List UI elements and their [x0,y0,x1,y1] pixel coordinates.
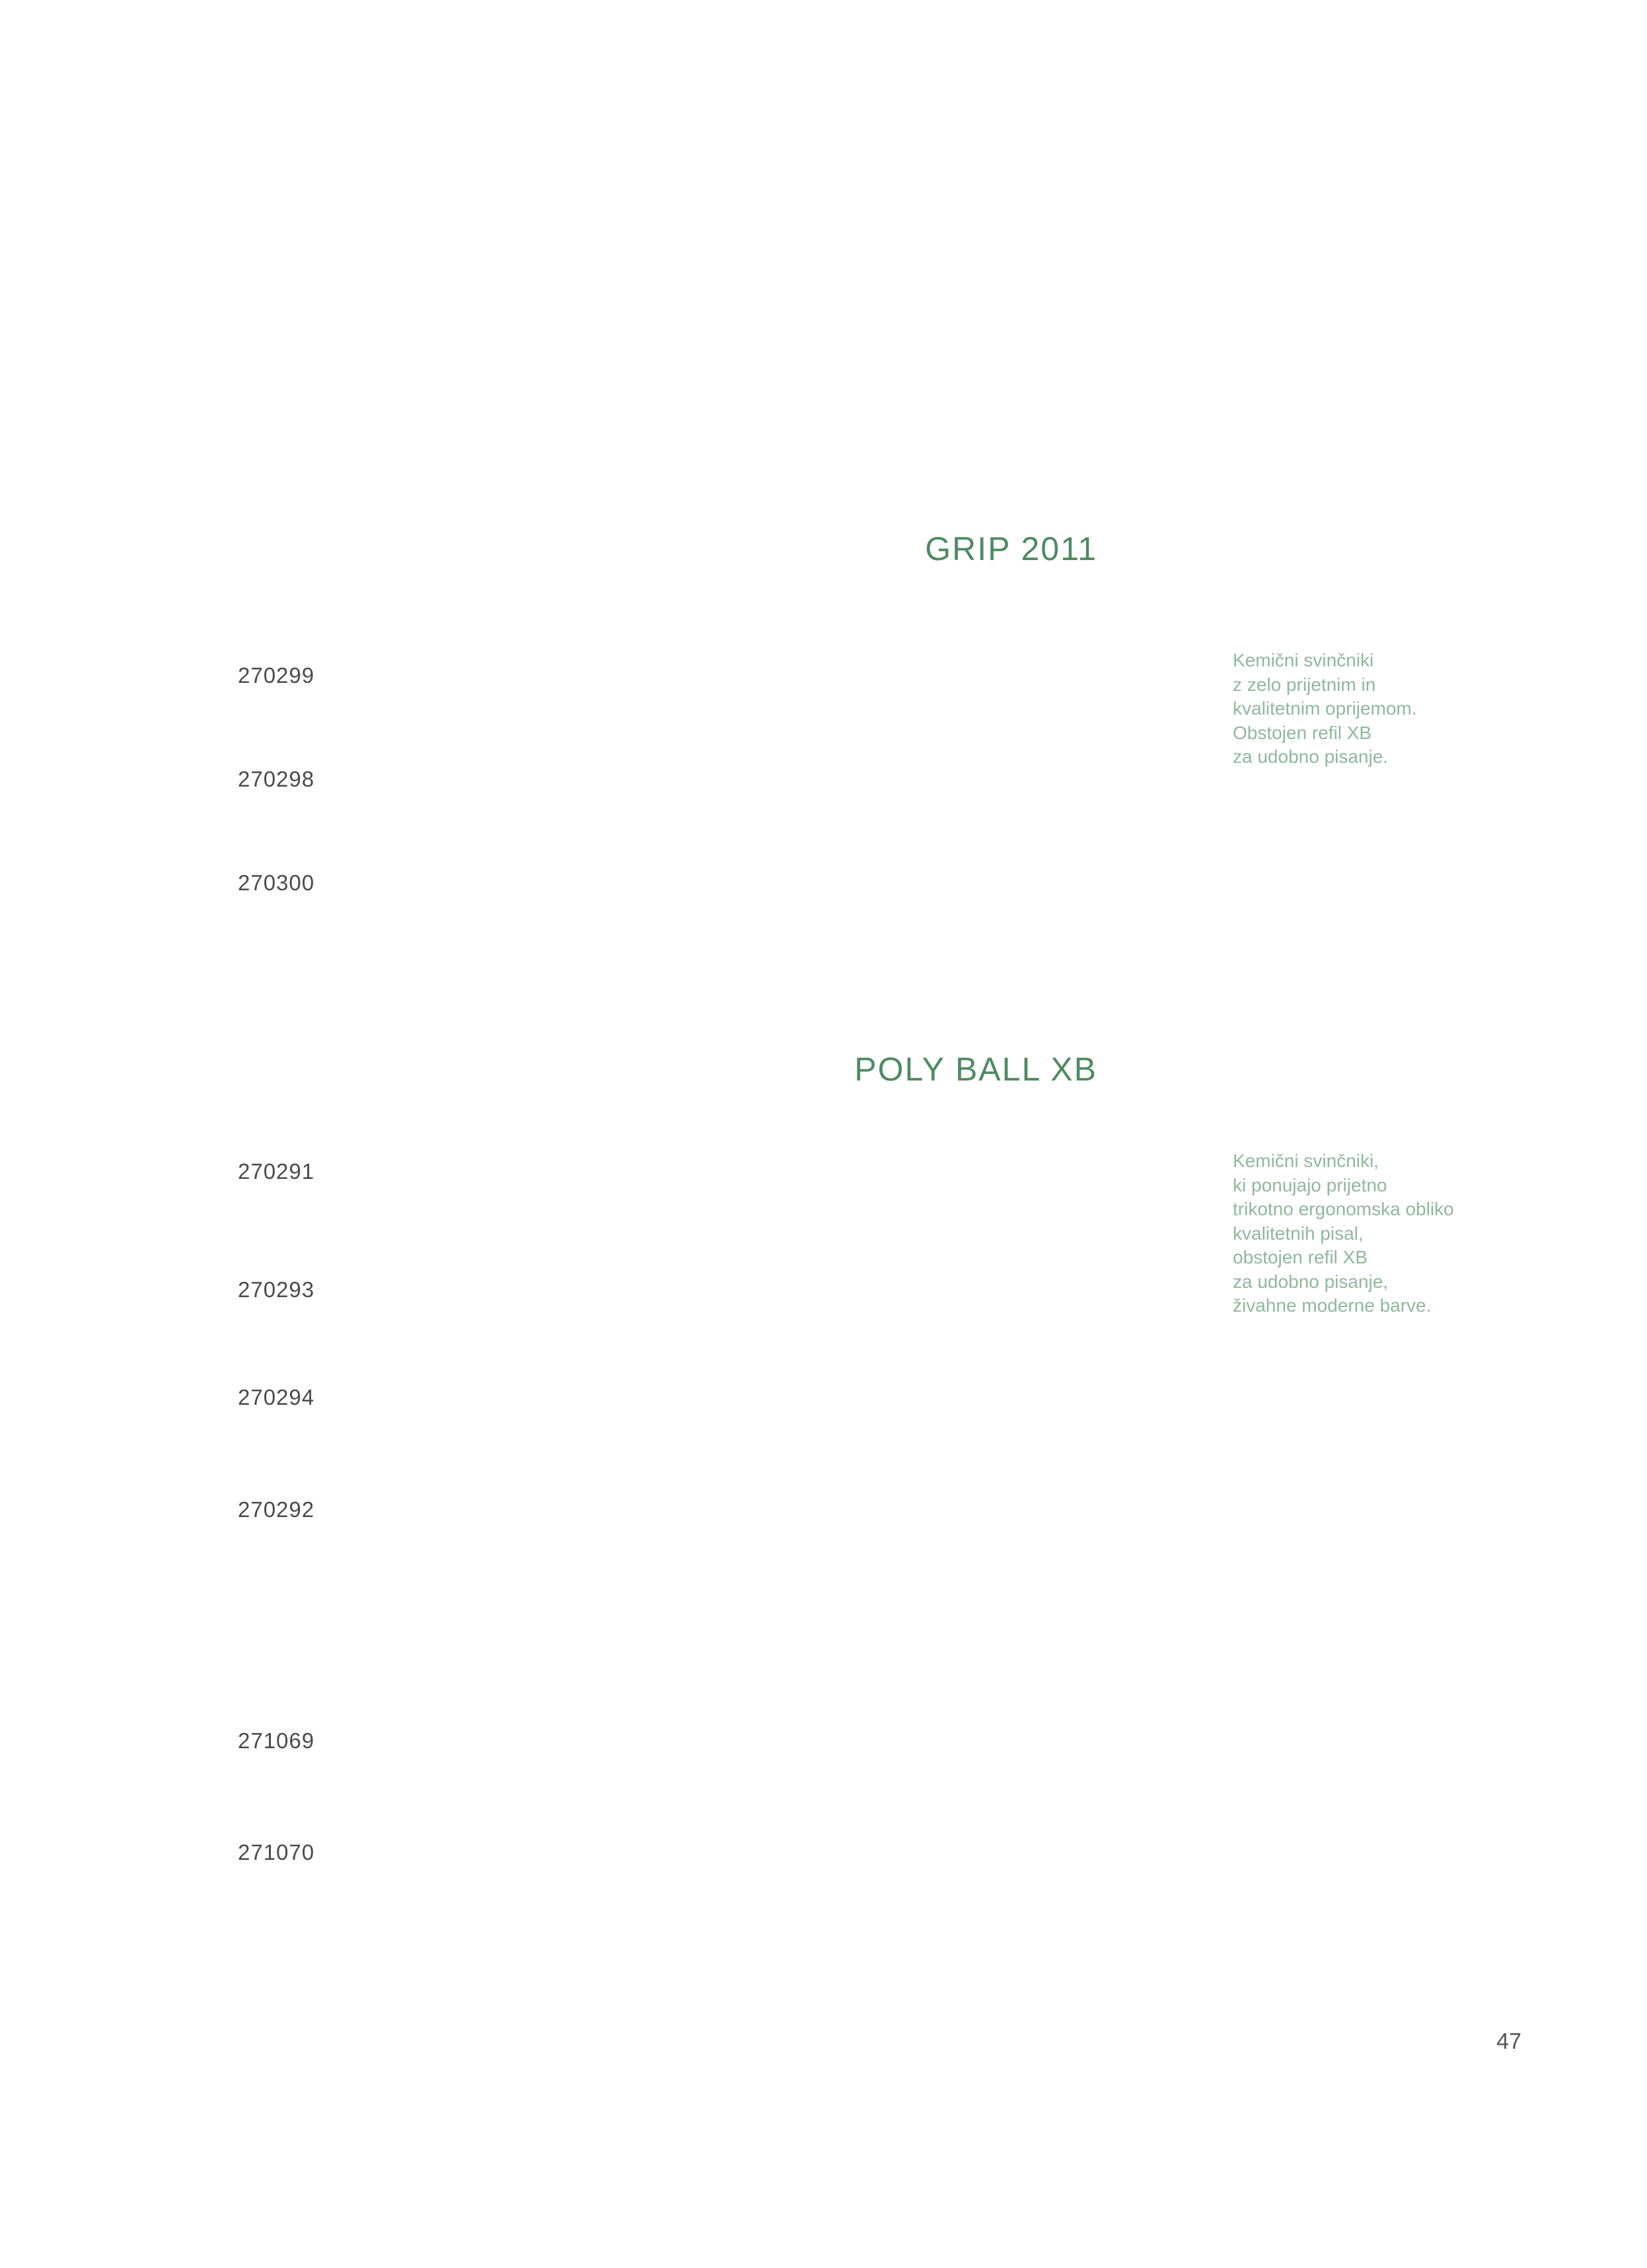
description-line: kvalitetnim oprijemom. [1233,698,1417,719]
product-code: 270291 [238,1159,315,1184]
product-code: 270298 [238,767,315,791]
product-code: 271069 [238,1728,315,1753]
description-line: Kemični svinčniki, [1233,1151,1379,1171]
section-description-poly-ball-xb: Kemični svinčniki, ki ponujajo prijetno … [1233,1149,1454,1318]
page-number: 47 [1496,2029,1521,2054]
description-line: obstojen refil XB [1233,1247,1368,1267]
description-line: za udobno pisanje. [1233,746,1389,767]
description-line: Kemični svinčniki [1233,650,1374,670]
description-line: trikotno ergonomska obliko [1233,1199,1454,1219]
description-line: ki ponujajo prijetno [1233,1174,1387,1195]
description-line: z zelo prijetnim in [1233,674,1376,695]
section-description-grip-2011: Kemični svinčniki z zelo prijetnim in kv… [1233,649,1417,769]
product-code: 270299 [238,663,315,688]
description-line: za udobno pisanje, [1233,1271,1389,1292]
product-code: 270292 [238,1497,315,1522]
section-title-poly-ball-xb: POLY BALL XB [854,1051,1097,1088]
product-code: 270294 [238,1385,315,1409]
product-code: 270293 [238,1277,315,1302]
description-line: kvalitetnih pisal, [1233,1223,1364,1244]
product-code: 271070 [238,1840,315,1864]
description-line: živahne moderne barve. [1233,1295,1432,1316]
section-title-grip-2011: GRIP 2011 [925,530,1097,567]
product-code: 270300 [238,870,315,895]
description-line: Obstojen refil XB [1233,722,1372,743]
